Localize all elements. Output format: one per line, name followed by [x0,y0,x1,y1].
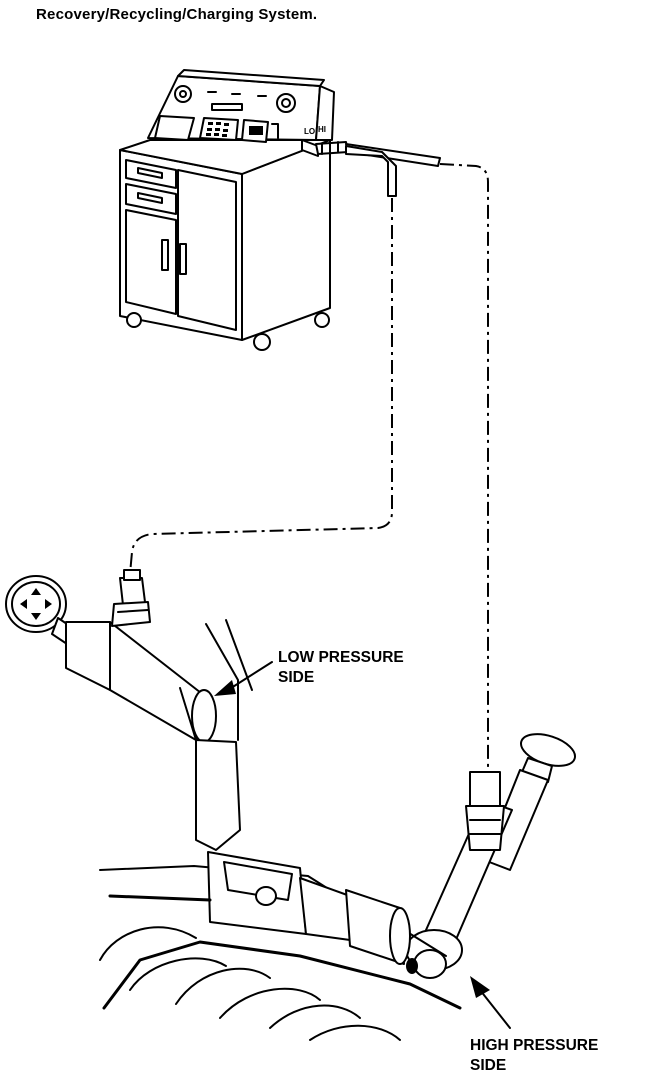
low-pressure-line-2: SIDE [278,669,315,686]
high-pressure-line-1: HIGH PRESSURE [470,1037,599,1054]
high-pressure-fitting [405,733,576,979]
lo-port-label: LO [304,127,315,136]
low-side-arrow [227,661,273,691]
recovery-charging-machine [119,69,349,351]
high-pressure-hose [439,163,489,780]
low-pressure-side-label: LOW PRESSURE SIDE [278,648,404,688]
engine-piping [99,851,462,1041]
page-title: Recovery/Recycling/Charging System. [36,6,318,23]
service-hose-outlets [345,143,441,197]
low-pressure-fitting [5,569,253,851]
low-pressure-hose [129,198,393,575]
high-pressure-side-label: HIGH PRESSURE SIDE [470,1036,598,1076]
high-side-arrow [479,989,511,1029]
low-pressure-line-1: LOW PRESSURE [278,649,404,666]
high-pressure-line-2: SIDE [470,1057,507,1074]
hi-port-label: HI [318,125,326,134]
